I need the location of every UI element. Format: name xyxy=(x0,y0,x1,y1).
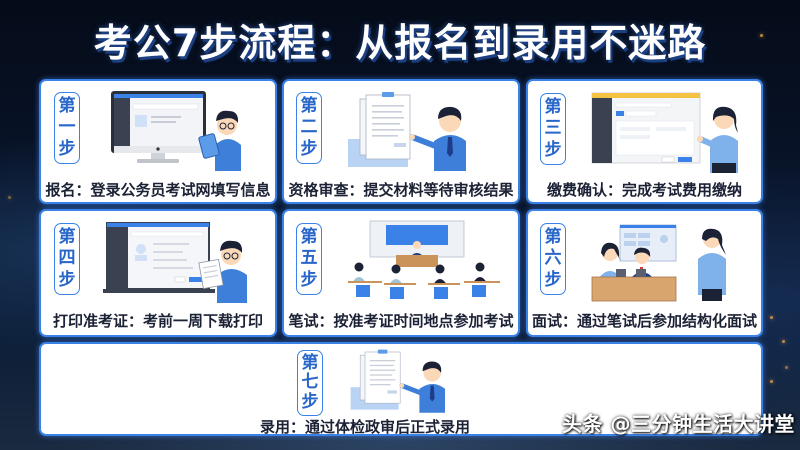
step-badge: 第 三 步 xyxy=(540,93,566,165)
page-title: 考公7步流程：从报名到录用不迷路 xyxy=(93,21,707,65)
badge-char: 一 xyxy=(58,117,76,138)
document-review-illustration xyxy=(348,92,466,171)
badge-char: 步 xyxy=(300,138,318,159)
step-card-3: 第 三 步 缴费确认：完成考试费用缴纳 xyxy=(526,79,763,204)
badge-char: 三 xyxy=(544,118,562,139)
step-card-4: 第 四 步 打印准考证：考前一周下载打印 xyxy=(39,209,277,337)
step-card-5: 第 五 步 笔试：按准考证时间地点参加考试 xyxy=(282,209,520,337)
badge-char: 第 xyxy=(300,227,318,248)
step-caption: 录用：通过体检政审后正式录用 xyxy=(259,418,470,436)
interview-panel-illustration xyxy=(591,224,726,302)
step-badge: 第 二 步 xyxy=(296,92,322,164)
background-sparkle xyxy=(782,340,785,343)
step-badge: 第 一 步 xyxy=(54,92,80,164)
badge-char: 第 xyxy=(300,96,318,117)
source-watermark: 头条 @三分钟生活大讲堂 xyxy=(562,412,795,436)
badge-char: 步 xyxy=(544,139,562,160)
badge-char: 二 xyxy=(300,117,318,138)
badge-char: 第 xyxy=(544,97,562,118)
computer-registration-illustration xyxy=(111,91,241,171)
background-sparkle xyxy=(8,196,11,199)
step-caption: 资格审查：提交材料等待审核结果 xyxy=(288,181,514,199)
print-admission-ticket-illustration xyxy=(103,222,247,303)
step-caption: 面试：通过笔试后参加结构化面试 xyxy=(531,312,757,330)
badge-char: 七 xyxy=(301,372,319,393)
step-caption: 笔试：按准考证时间地点参加考试 xyxy=(288,312,514,330)
written-exam-classroom-illustration xyxy=(348,220,500,299)
payment-confirmation-illustration xyxy=(591,92,738,173)
badge-char: 第 xyxy=(544,227,562,248)
badge-char: 六 xyxy=(544,248,562,269)
step-badge: 第 五 步 xyxy=(296,223,322,295)
step-badge: 第 四 步 xyxy=(54,223,80,295)
step-card-1: 第 一 步 报名：登录公务员考试网填写信息 xyxy=(39,79,277,204)
background-sparkle xyxy=(785,366,788,369)
badge-char: 步 xyxy=(301,391,319,412)
badge-char: 四 xyxy=(58,248,76,269)
badge-char: 第 xyxy=(301,353,319,374)
badge-char: 步 xyxy=(58,269,76,290)
background-sparkle xyxy=(760,34,763,37)
step-caption: 缴费确认：完成考试费用缴纳 xyxy=(546,181,742,199)
step-card-2: 第 二 步 资格审查：提交材料等待审核结果 xyxy=(282,79,520,204)
step-card-6: 第 六 步 面试：通过笔试后参加结构化面试 xyxy=(526,209,763,337)
step-badge: 第 六 步 xyxy=(540,223,566,295)
step-caption: 报名：登录公务员考试网填写信息 xyxy=(45,181,271,199)
badge-char: 步 xyxy=(58,138,76,159)
badge-char: 步 xyxy=(544,269,562,290)
badge-char: 第 xyxy=(58,227,76,248)
badge-char: 步 xyxy=(300,269,318,290)
employment-documents-illustration xyxy=(350,349,445,413)
step-caption: 打印准考证：考前一周下载打印 xyxy=(52,312,263,330)
background-sparkle xyxy=(770,380,773,383)
background-sparkle xyxy=(770,316,773,319)
step-card-7: 第 七 步 录用：通过体检政审后正式录用 xyxy=(39,342,763,436)
badge-char: 五 xyxy=(300,248,318,269)
badge-char: 第 xyxy=(58,96,76,117)
step-badge: 第 七 步 xyxy=(297,350,323,416)
